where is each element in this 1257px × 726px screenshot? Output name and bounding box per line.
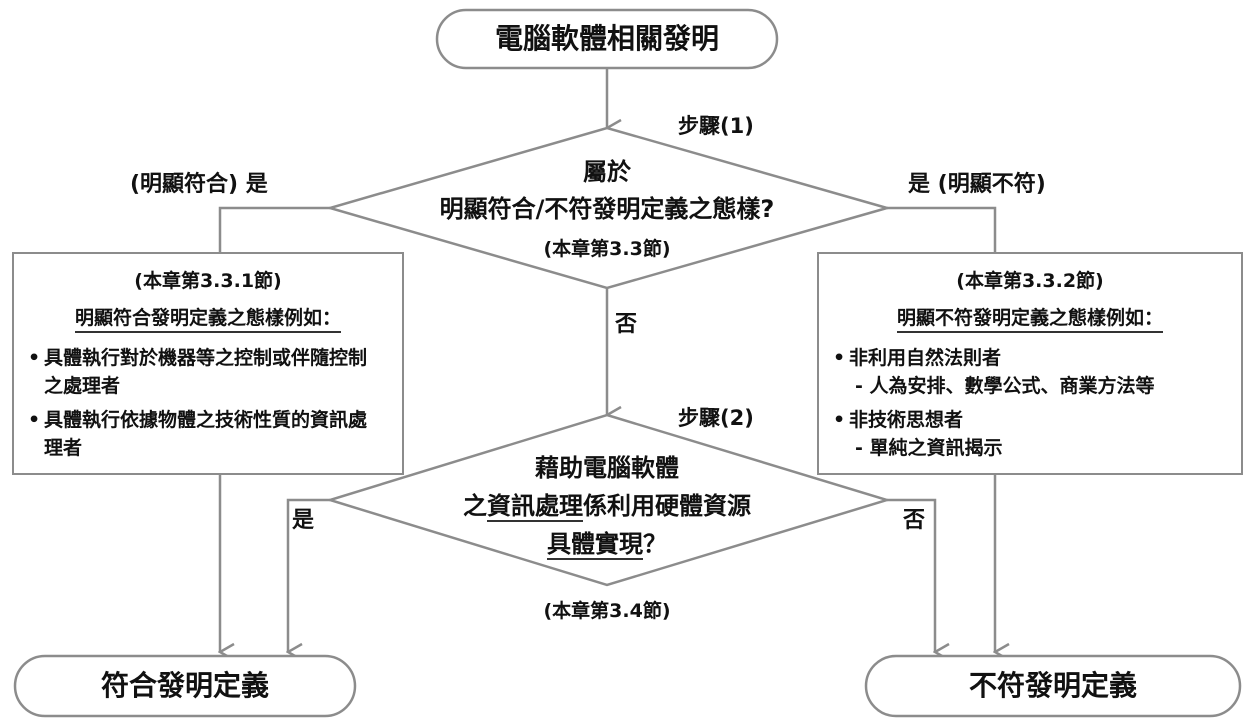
end-right-terminal-shape bbox=[864, 654, 1242, 718]
step2-label: 步驟(2) bbox=[678, 406, 754, 430]
step1-question-line1: 屬於 bbox=[583, 158, 631, 186]
right-box-subheading: 明顯不符發明定義之態樣例如： bbox=[819, 303, 1241, 333]
step2-q2-underlined: 資訊處理 bbox=[487, 492, 583, 522]
right-example-box: (本章第3.3.2節) 明顯不符發明定義之態樣例如： 非利用自然法則者 - 人為… bbox=[817, 252, 1243, 475]
list-item: 具體執行對於機器等之控制或伴隨控制之處理者 bbox=[28, 344, 374, 400]
step2-q3-underlined: 具體實現 bbox=[547, 530, 643, 560]
end-left-label: 符合發明定義 bbox=[100, 669, 270, 702]
connector-step1-yes-right bbox=[887, 206, 997, 252]
start-label: 電腦軟體相關發明 bbox=[494, 22, 720, 55]
step1-question-line2: 明顯符合/不符發明定義之態樣? bbox=[439, 195, 775, 223]
step2-question-line1: 藉助電腦軟體 bbox=[535, 454, 679, 482]
right-box-heading: (本章第3.3.2節) bbox=[956, 270, 1104, 292]
step1-yes-right-label: 是 (明顯不符) bbox=[908, 172, 1046, 197]
end-left-terminal-shape bbox=[13, 654, 357, 718]
connector-step1-yes-left bbox=[218, 206, 330, 252]
step2-q3-post: ？ bbox=[643, 530, 667, 558]
step2-yes-label: 是 bbox=[292, 508, 315, 533]
arrow-step2-no bbox=[887, 498, 935, 652]
step2-question-line2: 之資訊處理係利用硬體資源 bbox=[463, 492, 751, 522]
step2-question-line3: 具體實現？ bbox=[547, 530, 667, 560]
list-item-sub: - 單純之資訊揭示 bbox=[855, 437, 1003, 459]
step2-reference: (本章第3.4節) bbox=[543, 600, 671, 622]
step1-yes-left-label: (明顯符合) 是 bbox=[130, 172, 268, 197]
list-item: 非利用自然法則者 - 人為安排、數學公式、商業方法等 bbox=[833, 344, 1241, 400]
step1-no-label: 否 bbox=[615, 312, 638, 337]
list-item: 具體執行依據物體之技術性質的資訊處理者 bbox=[28, 406, 374, 462]
step1-reference: (本章第3.3節) bbox=[543, 238, 671, 260]
left-box-heading: (本章第3.3.1節) bbox=[134, 270, 282, 292]
left-box-subheading: 明顯符合發明定義之態樣例如： bbox=[14, 303, 402, 333]
step2-q2-post: 係利用硬體資源 bbox=[583, 492, 751, 520]
step2-q2-pre: 之 bbox=[463, 492, 487, 520]
decision-step2-shape bbox=[325, 413, 892, 587]
left-example-box: (本章第3.3.1節) 明顯符合發明定義之態樣例如： 具體執行對於機器等之控制或… bbox=[12, 252, 404, 475]
step1-label: 步驟(1) bbox=[678, 114, 754, 138]
list-item: 非技術思想者 - 單純之資訊揭示 bbox=[833, 406, 1241, 462]
right-box-list: 非利用自然法則者 - 人為安排、數學公式、商業方法等 非技術思想者 - 單純之資… bbox=[819, 344, 1241, 462]
step2-no-label: 否 bbox=[903, 508, 926, 533]
list-item-main: 非利用自然法則者 bbox=[849, 347, 1002, 369]
arrow-step2-yes bbox=[288, 498, 330, 652]
end-right-label: 不符發明定義 bbox=[968, 669, 1138, 702]
left-box-list: 具體執行對於機器等之控制或伴隨控制之處理者 具體執行依據物體之技術性質的資訊處理… bbox=[14, 344, 402, 462]
list-item-sub: - 人為安排、數學公式、商業方法等 bbox=[855, 375, 1155, 397]
list-item-main: 非技術思想者 bbox=[849, 409, 964, 431]
